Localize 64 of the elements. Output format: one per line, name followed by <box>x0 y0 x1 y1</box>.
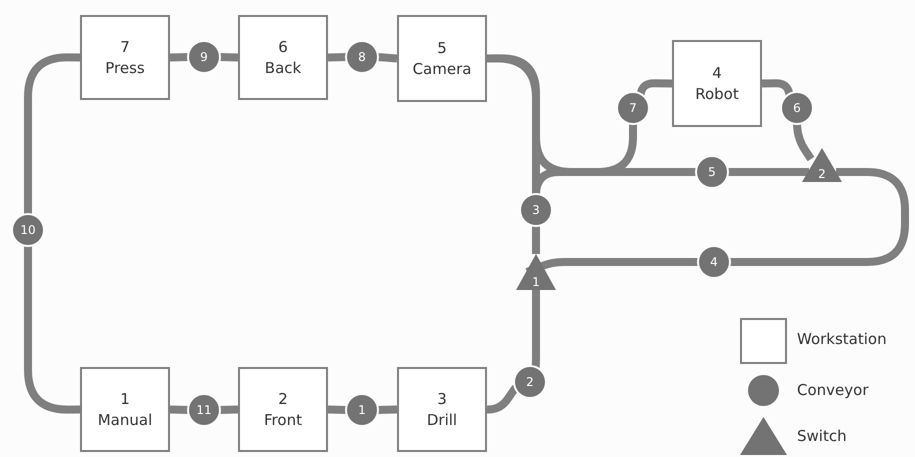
conveyor-track <box>328 406 348 414</box>
conveyor-circle <box>697 157 727 187</box>
conveyor-number: 5 <box>708 165 716 179</box>
conveyor-circle <box>782 93 812 123</box>
workstation-box <box>238 367 328 452</box>
station-name: Back <box>264 58 302 78</box>
conveyor-number: 2 <box>526 375 534 389</box>
workstation-box <box>80 15 170 100</box>
conveyor-track <box>170 53 190 62</box>
station-number: 2 <box>278 388 288 410</box>
conveyor-track <box>218 53 238 62</box>
station-name: Drill <box>426 410 458 430</box>
conveyor-number: 3 <box>532 203 540 217</box>
conveyor-track <box>170 406 190 414</box>
switch-number: 2 <box>818 167 826 182</box>
switch-number: 1 <box>532 275 540 290</box>
station-number: 6 <box>278 36 288 58</box>
conveyor-number: 8 <box>358 50 366 64</box>
conveyor-track <box>376 53 398 62</box>
workstation-box <box>238 15 328 100</box>
conveyor-circle <box>347 42 377 72</box>
station-name: Manual <box>98 410 152 430</box>
station-number: 4 <box>712 62 722 84</box>
conveyor-track <box>532 290 540 370</box>
conveyor-track <box>328 53 348 62</box>
conveyor-number: 11 <box>196 403 212 417</box>
conveyor-circle <box>189 395 219 425</box>
conveyor-track <box>218 406 238 414</box>
conveyor-circle <box>699 247 729 277</box>
conveyor-track <box>376 406 398 414</box>
conveyor-track <box>24 53 80 215</box>
conveyor-track <box>727 168 809 176</box>
workstation-box <box>80 367 170 452</box>
station-number: 5 <box>437 38 447 58</box>
conveyor-number: 10 <box>20 223 36 237</box>
conveyor-number: 7 <box>629 101 637 115</box>
legend-label: Conveyor <box>797 381 868 399</box>
station-name: Press <box>105 58 145 78</box>
conveyor-number: 6 <box>793 101 801 115</box>
station-number: 1 <box>120 388 130 410</box>
switch-triangle <box>516 254 556 290</box>
conveyor-circle <box>618 93 648 123</box>
conveyor-number: 4 <box>710 255 718 269</box>
legend-label: Workstation <box>797 330 887 348</box>
conveyor-number: 9 <box>200 50 208 64</box>
conveyor-number: 1 <box>358 403 366 417</box>
conveyor-circle <box>189 42 219 72</box>
conveyor-track <box>532 225 540 254</box>
station-name: Camera <box>412 58 472 80</box>
switch-triangle <box>802 148 842 182</box>
station-name: Robot <box>695 84 739 104</box>
conveyor-circle <box>515 367 545 397</box>
workstation-box <box>397 367 487 452</box>
conveyor-track <box>729 168 909 266</box>
conveyor-circle <box>13 215 43 245</box>
workstation-box <box>397 15 487 102</box>
conveyor-circle <box>347 395 377 425</box>
conveyor-circle <box>521 195 551 225</box>
station-name: Front <box>264 410 302 430</box>
station-number: 3 <box>437 388 447 410</box>
station-number: 7 <box>120 36 130 58</box>
legend-label: Switch <box>797 427 847 445</box>
conveyor-track <box>24 245 80 414</box>
workstation-box <box>672 40 762 127</box>
